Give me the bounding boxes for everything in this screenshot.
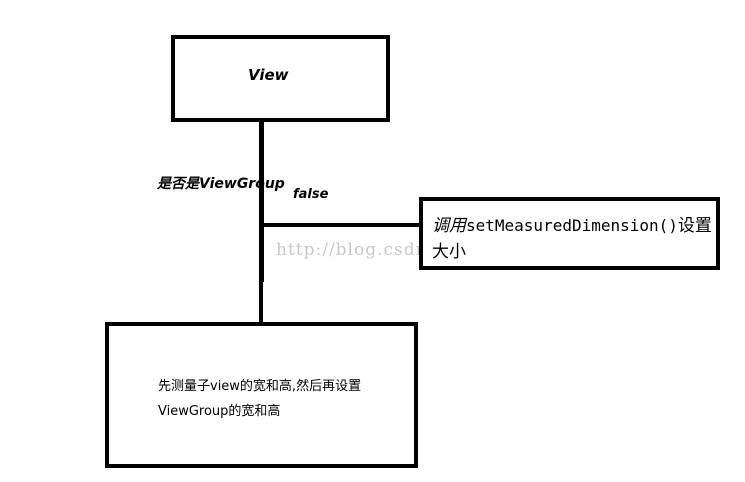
view-node-box xyxy=(171,35,390,122)
label-method: setMeasuredDimension() xyxy=(466,216,678,235)
measure-children-node-label: 先测量子view的宽和高,然后再设置 ViewGroup的宽和高 xyxy=(158,374,408,424)
label-line-2: ViewGroup的宽和高 xyxy=(158,404,281,419)
measure-dimension-node-box xyxy=(419,197,720,270)
horizontal-connector xyxy=(262,223,420,227)
condition-label: 是否是ViewGroup xyxy=(157,176,285,192)
vertical-connector-top xyxy=(259,120,264,282)
label-line-1: 先测量子view的宽和高,然后再设置 xyxy=(158,379,362,394)
view-node-label: View xyxy=(248,66,289,84)
label-suffix: 设置大小 xyxy=(432,216,712,262)
label-prefix: 调用 xyxy=(432,216,466,236)
vertical-connector-bottom xyxy=(259,282,263,328)
measure-children-node-box xyxy=(105,322,418,468)
measure-dimension-node-label: 调用setMeasuredDimension()设置大小 xyxy=(432,213,716,265)
false-branch-label: false xyxy=(293,187,329,202)
